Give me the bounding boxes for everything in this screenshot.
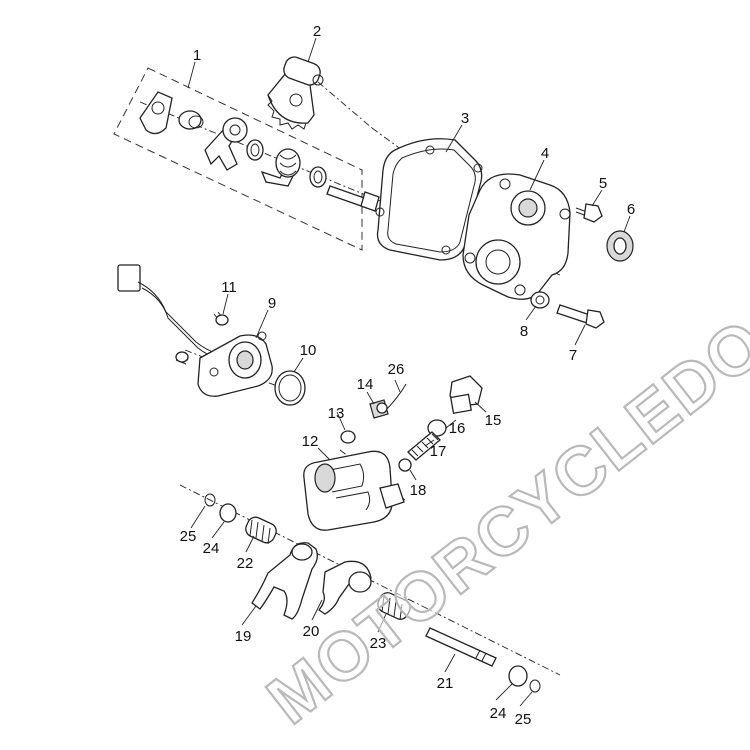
leader-lines [187,37,631,707]
circlip-left [204,493,216,507]
callout-16: 16 [449,420,466,437]
callout-numbers: 1 2 3 4 5 6 7 8 9 10 11 12 13 14 15 16 1… [180,23,636,728]
callout-26: 26 [388,361,405,378]
callout-17: 17 [430,443,447,460]
detent-spring [407,431,441,461]
callout-2: 2 [313,23,321,40]
fork-shaft [425,627,497,667]
bolt-long [556,304,605,329]
callout-23: 23 [370,635,387,652]
detent-ball [398,458,412,472]
neutral-switch [369,383,407,419]
callout-5: 5 [599,175,607,192]
callout-8: 8 [520,323,528,340]
callout-15: 15 [485,412,502,429]
callout-10: 10 [300,342,317,359]
bolt-short [575,203,603,223]
washer-right [508,665,528,687]
shift-drum [303,450,405,531]
detent-plug [449,375,483,415]
cover-gasket [375,138,483,261]
assembly-group-box [113,67,363,251]
callout-3: 3 [461,110,469,127]
shift-fork-right [318,560,372,615]
gearbox-cover [462,173,571,300]
callout-20: 20 [303,623,320,640]
sealing-washer [340,430,356,444]
callout-6: 6 [627,201,635,218]
callout-22: 22 [237,555,254,572]
callout-7: 7 [569,347,577,364]
callout-12: 12 [302,433,319,450]
shift-fork-left [251,542,318,620]
washer-left [219,503,237,523]
spacer [530,291,550,309]
callout-24-right: 24 [490,705,507,722]
callout-9: 9 [268,295,276,312]
o-ring [274,370,306,406]
callout-4: 4 [541,145,549,162]
callout-18: 18 [410,482,427,499]
circlip-right [529,679,541,693]
oil-seal [606,230,634,262]
fork-spring-right [377,592,411,621]
screw-small [175,311,229,365]
shift-lever-assembly [139,91,380,212]
callout-14: 14 [357,376,374,393]
callout-19: 19 [235,628,252,645]
callout-24-left: 24 [203,540,220,557]
gear-quadrant [267,56,324,130]
callout-1: 1 [193,47,201,64]
callout-11: 11 [221,279,237,296]
callout-25-right: 25 [515,711,532,728]
callout-13: 13 [328,405,345,422]
callout-25-left: 25 [180,528,197,545]
callout-21: 21 [437,675,454,692]
position-sensor [117,264,273,397]
